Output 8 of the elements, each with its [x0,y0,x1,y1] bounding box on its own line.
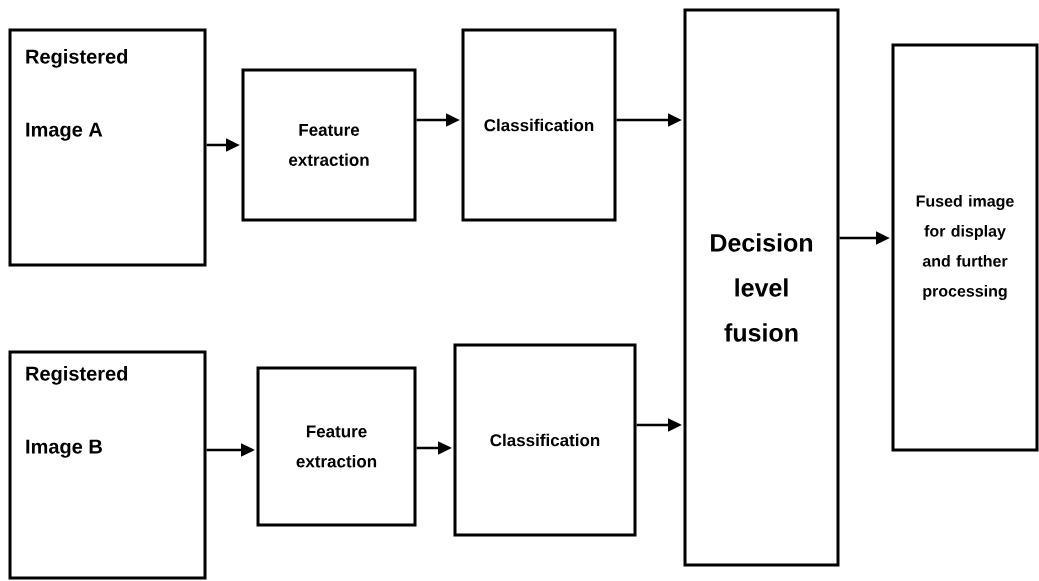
process-box: Registered Image A [8,28,207,267]
process-box: Classification [453,343,637,537]
process-box: Registered Image B [8,350,207,580]
process-box: Feature extraction [256,366,417,527]
process-box: Decision level fusion [683,8,840,567]
process-box: Fused image for display and further processing [891,43,1039,452]
process-box: Feature extraction [241,68,417,222]
process-box: Classification [461,28,617,222]
